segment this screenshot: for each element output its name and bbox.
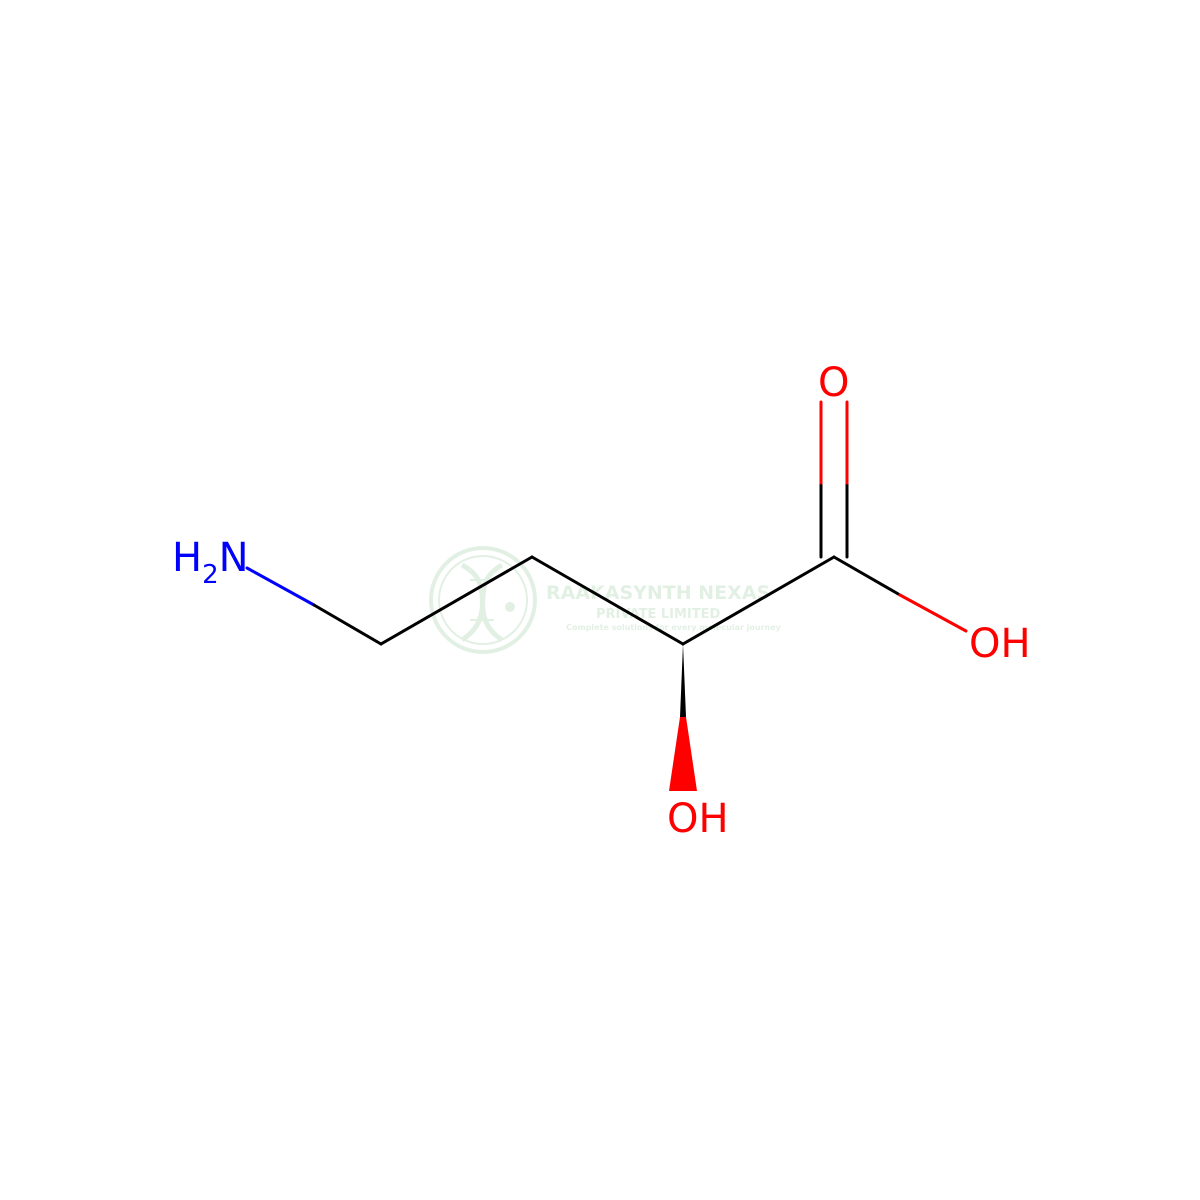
wedge-bond-c2-oh (669, 644, 697, 791)
bond-n-c4-carbon-half (312, 603, 383, 646)
amine-nitrogen: N (219, 535, 249, 581)
bond-c1-oh-oxygen-half (898, 593, 968, 633)
atom-label-carbonyl-oxygen: O (818, 360, 849, 406)
bond-c4-c3 (379, 555, 534, 646)
atom-label-acid-hydroxyl: OH (969, 621, 1031, 667)
dna-helix-icon (429, 546, 537, 654)
wedge-oxygen-half (669, 717, 697, 791)
bond-c2-c1 (681, 555, 836, 646)
watermark-subtitle: PRIVATE LIMITED (596, 607, 721, 622)
amine-hydrogen-count: 2 (202, 560, 219, 590)
bond-c3-c2 (530, 555, 685, 646)
amine-hydrogen: H (172, 535, 202, 581)
bond-n-c4-nitrogen-half (245, 566, 316, 607)
watermark: RAAKASYNTH NEXAS PRIVATE LIMITED Complet… (429, 546, 782, 654)
atom-label-amine: H2N (172, 535, 249, 590)
atom-labels: H2N O OH OH (172, 360, 1031, 842)
wedge-carbon-half (680, 644, 686, 717)
atom-label-alpha-hydroxyl: OH (667, 796, 729, 842)
bond-c1-oh-carbon-half (832, 555, 902, 597)
bonds (245, 400, 968, 646)
watermark-tagline: Complete solutions for every molecular j… (566, 623, 782, 632)
